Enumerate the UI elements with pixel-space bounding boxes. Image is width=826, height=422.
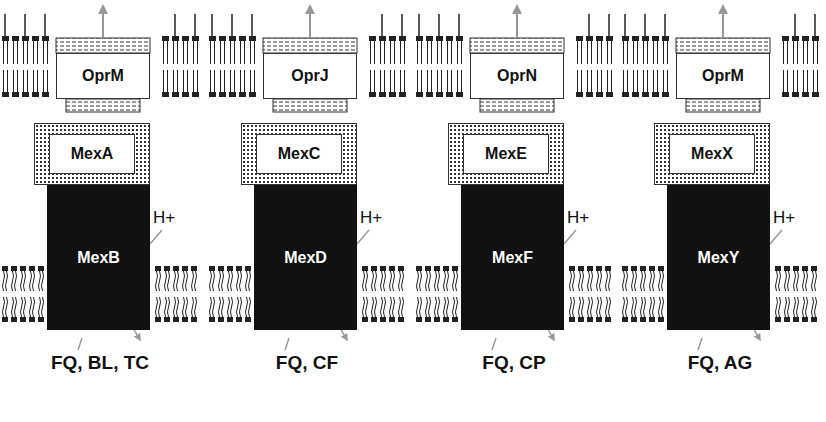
inner-membrane-transporter: MexB (47, 185, 150, 330)
substrate-label: FQ, CF (207, 352, 407, 374)
substrate-label: FQ, AG (620, 352, 820, 374)
inner-membrane-transporter: MexF (461, 185, 564, 330)
protein-name: MexX (691, 145, 733, 163)
pump-illustration (2, 6, 199, 350)
periplasmic-adaptor: MexE (448, 123, 564, 185)
protein-name: OprJ (291, 67, 328, 85)
pump-illustration (416, 6, 613, 350)
protein-name: MexC (278, 145, 321, 163)
outer-membrane-channel: OprM (676, 53, 770, 99)
protein-name: OprM (82, 67, 124, 85)
inner-panel: MexX (669, 134, 755, 174)
proton-label: H+ (773, 208, 795, 228)
protein-name: MexA (71, 145, 114, 163)
periplasmic-adaptor: MexA (34, 123, 150, 185)
pump-illustration (622, 6, 819, 350)
substrate-label: FQ, CP (414, 352, 614, 374)
inner-membrane-transporter: MexY (667, 185, 770, 330)
inner-panel: MexA (49, 134, 135, 174)
substrate-label: FQ, BL, TC (0, 352, 200, 374)
proton-label: H+ (567, 208, 589, 228)
protein-name: MexY (698, 249, 740, 267)
protein-name: MexE (485, 145, 527, 163)
protein-name: OprN (497, 67, 537, 85)
protein-name: MexD (284, 249, 327, 267)
outer-membrane-channel: OprJ (263, 53, 357, 99)
protein-name: MexB (77, 249, 120, 267)
proton-label: H+ (153, 208, 175, 228)
pump-illustration (209, 6, 406, 350)
protein-name: MexF (492, 249, 533, 267)
outer-membrane-channel: OprN (470, 53, 564, 99)
inner-panel: MexE (463, 134, 549, 174)
periplasmic-adaptor: MexX (654, 123, 770, 185)
proton-label: H+ (360, 208, 382, 228)
outer-membrane-channel: OprM (56, 53, 150, 99)
inner-panel: MexC (256, 134, 342, 174)
protein-name: OprM (702, 67, 744, 85)
periplasmic-adaptor: MexC (241, 123, 357, 185)
inner-membrane-transporter: MexD (254, 185, 357, 330)
